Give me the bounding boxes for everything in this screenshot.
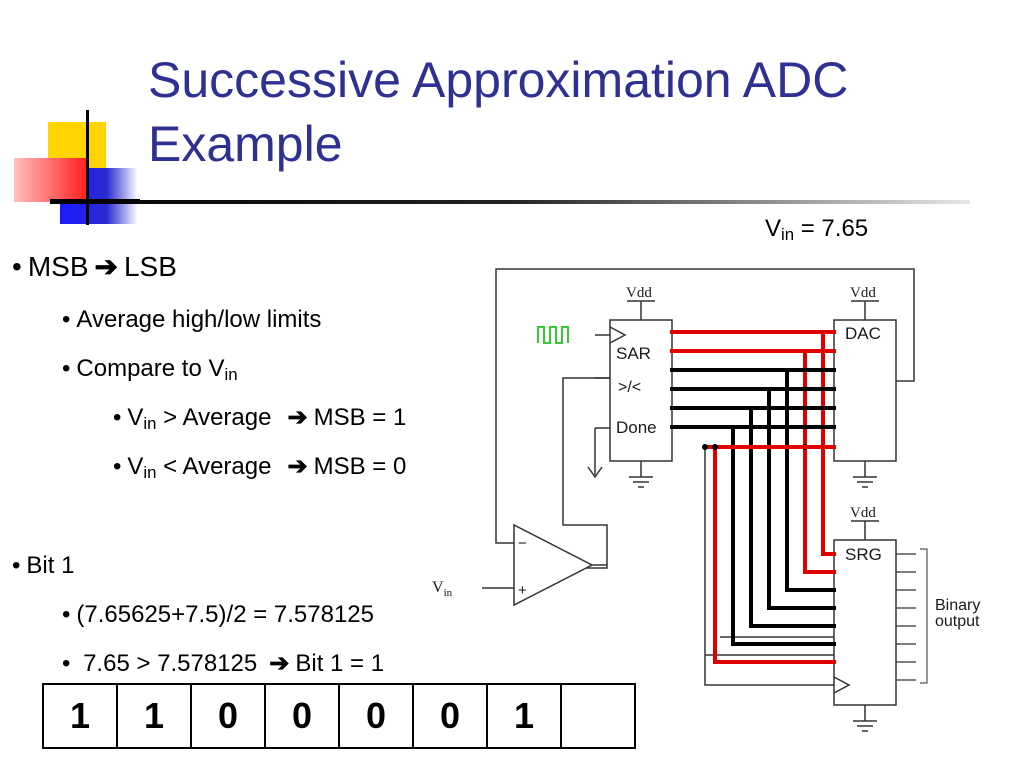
arrow-icon: ➔ xyxy=(269,650,290,677)
bullet-average-text: Average high/low limits xyxy=(76,306,322,333)
junction-dot xyxy=(712,444,718,450)
srg-label: SRG xyxy=(845,545,882,564)
bullet-bit1-result: • 7.65 > 7.578125➔Bit 1 = 1 xyxy=(62,650,385,677)
sar-adc-schematic: SAR >/< Done Vdd DAC Vdd SRG Vdd xyxy=(432,268,980,732)
bullet-compare-text: Compare to V xyxy=(76,355,225,382)
bullet-vin-less: •Vin < Average➔MSB = 0 xyxy=(113,453,407,483)
bullet-vin-greater-end: MSB = 1 xyxy=(313,404,407,431)
vin-sub: in xyxy=(781,225,795,245)
bullet-average-calc: •(7.65625+7.5)/2 = 7.578125 xyxy=(62,601,374,628)
comparator: − + Vin xyxy=(432,523,607,607)
output-label: output xyxy=(935,613,980,630)
bit-cell xyxy=(560,683,636,749)
done-label: Done xyxy=(616,418,657,437)
data-bus xyxy=(670,330,836,664)
arrow-icon: ➔ xyxy=(94,251,118,282)
bit-register: 1 1 0 0 0 0 1 xyxy=(42,683,636,749)
arrow-icon: ➔ xyxy=(287,453,308,480)
bit-cell: 0 xyxy=(338,683,414,749)
bullet-average: •Average high/low limits xyxy=(62,306,322,333)
bullet-bit1: •Bit 1 xyxy=(12,552,75,579)
page-title: Successive Approximation ADC Example xyxy=(148,48,1018,176)
bullet-vin-less-end: MSB = 0 xyxy=(313,453,407,480)
arrow-icon: ➔ xyxy=(287,404,308,431)
bullet-bit1-result-end: Bit 1 = 1 xyxy=(295,650,385,677)
clock-icon xyxy=(537,326,569,344)
vin-value-label: Vin = 7.65 xyxy=(765,215,868,245)
title-divider xyxy=(50,200,970,204)
bit-cell: 0 xyxy=(190,683,266,749)
vdd-srg-label: Vdd xyxy=(850,505,876,521)
dac-label: DAC xyxy=(845,324,881,343)
bullet-vin-greater: •Vin > Average➔MSB = 1 xyxy=(113,404,407,434)
bullet-bit1-text: Bit 1 xyxy=(26,552,75,579)
srg-block: SRG Vdd Binary output xyxy=(833,505,980,732)
vin-input-label: Vin xyxy=(432,579,453,599)
bullet-average-calc-text: (7.65625+7.5)/2 = 7.578125 xyxy=(76,601,374,628)
sar-label: SAR xyxy=(616,344,651,363)
bullet-vin-greater-mid: > Average xyxy=(156,404,272,431)
vin-v: V xyxy=(765,215,782,242)
bullet-msb-lsb: •MSB➔LSB xyxy=(12,251,177,282)
compare-label: >/< xyxy=(618,379,641,396)
title-line-1: Successive Approximation ADC xyxy=(148,52,849,108)
bit-cell: 0 xyxy=(264,683,340,749)
feedback-wires xyxy=(495,268,915,686)
title-line-2: Example xyxy=(148,116,343,172)
bullet-vin-greater-v: V xyxy=(127,404,144,431)
sar-block: SAR >/< Done Vdd xyxy=(595,285,673,488)
junction-dot xyxy=(702,444,708,450)
bit-cell: 1 xyxy=(42,683,118,749)
bullet-compare: •Compare to Vin xyxy=(62,355,238,385)
bullet-lsb: LSB xyxy=(123,251,177,282)
plus-label: + xyxy=(518,582,527,599)
bit-cell: 1 xyxy=(486,683,562,749)
bit-cell: 0 xyxy=(412,683,488,749)
bullet-vin-less-mid: < Average xyxy=(156,453,272,480)
bullet-msb: MSB xyxy=(27,251,89,282)
bullet-vin-less-sub: in xyxy=(143,463,157,483)
bullet-compare-sub: in xyxy=(224,365,238,385)
vdd-dac-label: Vdd xyxy=(850,285,876,301)
dac-block: DAC Vdd xyxy=(833,285,897,488)
bit-cell: 1 xyxy=(116,683,192,749)
vin-rest: = 7.65 xyxy=(794,215,869,242)
bullet-vin-greater-sub: in xyxy=(143,414,157,434)
decorative-logo xyxy=(0,0,150,240)
minus-label: − xyxy=(518,535,527,552)
srg-output-pins xyxy=(896,553,916,681)
binary-label: Binary xyxy=(935,597,980,614)
bullet-bit1-result-text: 7.65 > 7.578125 xyxy=(83,650,258,677)
vdd-sar-label: Vdd xyxy=(626,285,652,301)
bullet-vin-less-v: V xyxy=(127,453,144,480)
